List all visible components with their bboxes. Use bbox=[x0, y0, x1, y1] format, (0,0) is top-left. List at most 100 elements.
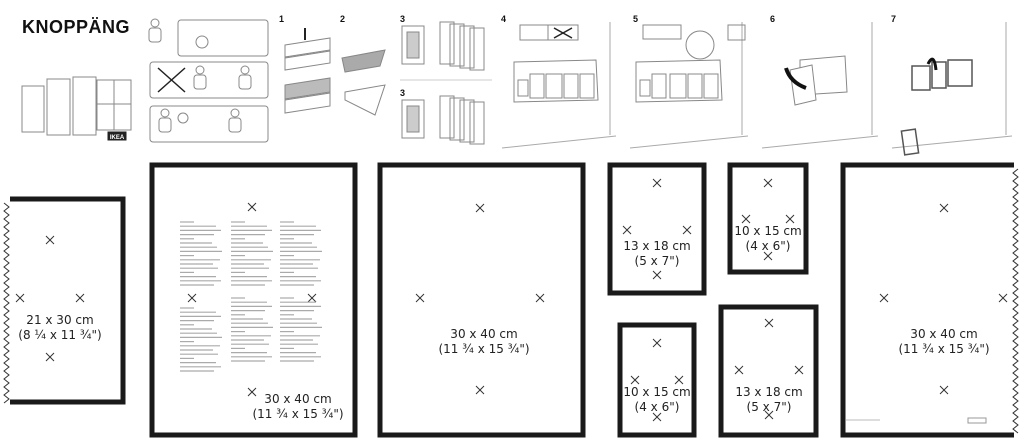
person-body bbox=[193, 74, 207, 90]
cut-line bbox=[3, 202, 10, 404]
nail-mark-icon bbox=[187, 293, 197, 303]
nail-mark-icon bbox=[247, 387, 257, 397]
backing-board bbox=[284, 77, 331, 100]
frame-f-label: 10 x 15 cm(4 x 6") bbox=[623, 385, 691, 414]
assembled-frame bbox=[401, 99, 425, 139]
cross-stroke bbox=[764, 410, 774, 420]
step-4-illustration bbox=[513, 24, 599, 103]
cross-stroke bbox=[75, 293, 85, 303]
nail-mark-icon bbox=[307, 293, 317, 303]
ikea-logo bbox=[107, 131, 127, 141]
floor-line bbox=[891, 135, 1013, 149]
step-number: 3 bbox=[400, 88, 406, 98]
nail-mark-icon bbox=[45, 352, 55, 362]
cross-stroke bbox=[652, 270, 662, 280]
cross-stroke bbox=[764, 318, 774, 328]
template-frame bbox=[651, 73, 667, 99]
frame-h-label: 30 x 40 cm(11 ¾ x 15 ¾") bbox=[898, 327, 990, 356]
two-person-panel bbox=[149, 61, 269, 99]
cross-stroke bbox=[763, 178, 773, 188]
cross-stroke bbox=[475, 385, 485, 395]
step-number: 2 bbox=[340, 14, 346, 24]
cross-stroke bbox=[415, 293, 425, 303]
step-number: 6 bbox=[770, 14, 776, 24]
cut-edge-mask bbox=[0, 196, 10, 405]
cross-stroke bbox=[307, 293, 317, 303]
template-frame bbox=[529, 73, 545, 99]
frame-border bbox=[149, 162, 358, 438]
cross-stroke bbox=[734, 365, 744, 375]
frame-template-c bbox=[377, 162, 586, 438]
cross-stroke bbox=[247, 202, 257, 212]
frame-template-a bbox=[0, 196, 126, 405]
nail-mark-icon bbox=[939, 385, 949, 395]
arrow-icon bbox=[784, 67, 807, 90]
print-box bbox=[967, 417, 987, 424]
nail-mark-icon bbox=[475, 385, 485, 395]
picture bbox=[406, 31, 420, 59]
nail-mark-icon bbox=[763, 251, 773, 261]
info-box bbox=[519, 24, 549, 41]
cross-stroke bbox=[652, 178, 662, 188]
frame-e-label: 10 x 15 cm(4 x 6") bbox=[734, 224, 802, 253]
step-7-wall bbox=[891, 22, 1013, 149]
step-number: 3 bbox=[400, 14, 406, 24]
frame-layer bbox=[449, 23, 465, 67]
nail-mark-icon bbox=[652, 270, 662, 280]
product-title: KNOPPÄNG bbox=[22, 17, 131, 37]
nail-mark-icon bbox=[682, 225, 692, 235]
frame-layer bbox=[459, 99, 475, 143]
nail-mark-icon bbox=[630, 375, 640, 385]
step-5-wall bbox=[629, 22, 749, 149]
cross-stroke bbox=[652, 412, 662, 422]
step-number: 5 bbox=[633, 14, 639, 24]
floor-line bbox=[501, 135, 617, 149]
info-box bbox=[727, 24, 746, 41]
step-3-illustration bbox=[400, 21, 492, 145]
info-box bbox=[642, 24, 682, 40]
tape-icon bbox=[195, 35, 209, 49]
cross-stroke bbox=[939, 385, 949, 395]
nail-mark-icon bbox=[415, 293, 425, 303]
picture bbox=[406, 105, 420, 133]
frame-template-h bbox=[840, 162, 1024, 438]
nail-mark-icon bbox=[763, 178, 773, 188]
nail-mark-icon bbox=[674, 375, 684, 385]
cross-out bbox=[157, 67, 186, 93]
info-panels bbox=[148, 18, 269, 143]
hung-frame bbox=[911, 65, 931, 91]
cross-stroke bbox=[741, 214, 751, 224]
magnifier-callout bbox=[685, 30, 715, 60]
cross-stroke bbox=[674, 375, 684, 385]
frame-d-label: 13 x 18 cm(5 x 7") bbox=[623, 239, 691, 268]
cross-stroke bbox=[794, 365, 804, 375]
step-2-illustration bbox=[341, 49, 386, 116]
nail-mark-icon bbox=[785, 214, 795, 224]
step-4-wall bbox=[501, 22, 617, 149]
cross-stroke bbox=[998, 293, 1008, 303]
frame-thumbnail bbox=[72, 76, 97, 136]
step-number: 1 bbox=[279, 14, 285, 24]
nail-mark-icon bbox=[15, 293, 25, 303]
nail-mark-icon bbox=[652, 178, 662, 188]
frame-outline bbox=[284, 92, 331, 114]
floor-line bbox=[761, 135, 879, 149]
nail-mark-icon bbox=[622, 225, 632, 235]
template-frame bbox=[669, 73, 687, 99]
person-body bbox=[148, 27, 162, 43]
nail-mark-icon bbox=[998, 293, 1008, 303]
cross-out bbox=[553, 27, 573, 39]
nail-mark-icon bbox=[652, 338, 662, 348]
cut-line bbox=[1012, 168, 1019, 434]
nail-mark-icon bbox=[794, 365, 804, 375]
arrow-icon bbox=[926, 57, 938, 71]
cross-stroke bbox=[939, 203, 949, 213]
frame-border bbox=[617, 322, 697, 438]
frame-template-g bbox=[718, 304, 819, 438]
nail-mark-icon bbox=[939, 203, 949, 213]
person-head bbox=[240, 65, 250, 75]
ikea-logo-text: IKEA bbox=[110, 135, 125, 141]
frame-a-label: 21 x 30 cm(8 ¼ x 11 ¾") bbox=[18, 313, 102, 342]
cross-stroke bbox=[622, 225, 632, 235]
hung-frame bbox=[931, 61, 947, 89]
